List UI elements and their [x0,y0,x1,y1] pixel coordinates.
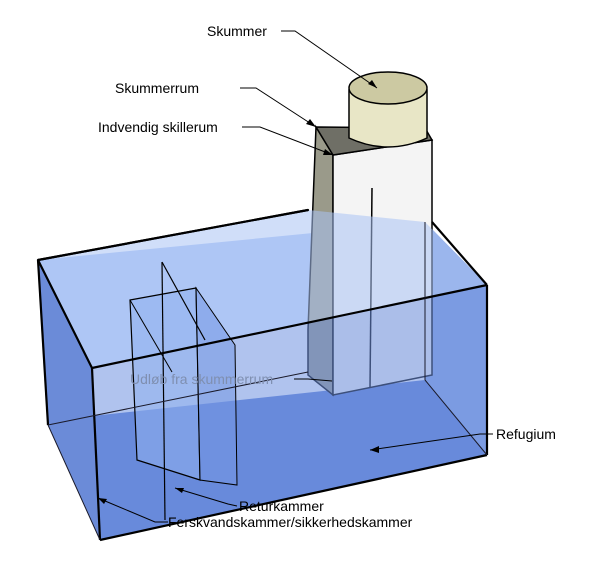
baffle-edge-2 [161,261,206,341]
tank-edges [36,208,489,542]
leader-lines [97,30,493,523]
label-skimmer-outlet: Udløb fra skummerrum [130,371,273,387]
skimmer-top [348,71,428,105]
leader-freshwater [97,497,168,523]
leader-refugium [369,433,493,451]
skimmer-body [348,89,428,148]
label-skimmer-chamber: Skummerrum [115,80,199,96]
leader-inner-divider [242,126,334,156]
return-chamber-baffle-side [195,286,238,486]
label-freshwater-chamber: Ferskvandskammer/sikkerhedskammer [168,514,413,530]
labels: Skummer Skummerrum Indvendig skillerum U… [98,23,556,530]
arrow-skimmer-chamber [306,119,316,127]
arrow-freshwater [98,498,107,504]
baffle-edge-3 [129,299,173,373]
label-inner-divider: Indvendig skillerum [98,119,218,135]
baffles [129,261,238,521]
label-skimmer: Skummer [207,23,267,39]
leader-return [174,487,238,507]
label-refugium: Refugium [496,426,556,442]
leader-skimmer [281,30,378,89]
arrow-inner-divider [323,149,333,155]
arrow-skimmer [368,80,377,88]
leader-outlet [294,378,333,382]
tank-left-wall [38,260,100,540]
leader-skimmer-chamber [240,87,317,128]
arrow-return [175,488,184,493]
skimmer-cylinder [348,71,428,148]
label-return-chamber: Returkammer [239,498,324,514]
baffle-edge-1 [161,261,166,521]
arrow-refugium [370,446,379,453]
